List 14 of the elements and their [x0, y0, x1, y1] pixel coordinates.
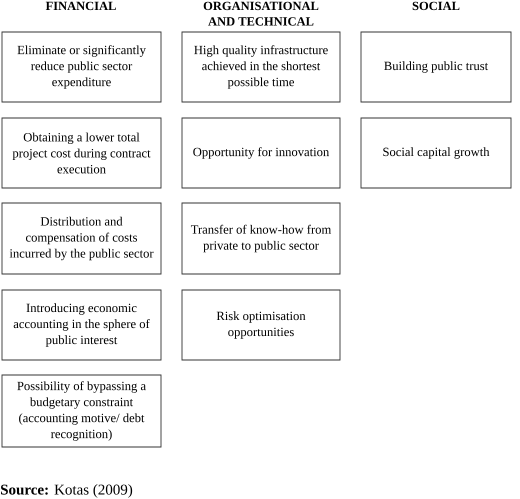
- text-box: High quality infrastructure achieved in the shortest possible time: [182, 32, 340, 102]
- text-box: Building public trust: [360, 32, 512, 102]
- column-heading: FINANCIAL: [46, 2, 116, 10]
- text-box: Distribution and compensation of costs incurred by the public sector: [2, 202, 162, 274]
- text-box: Introducing economic accounting in the sphere of public interest: [2, 290, 162, 360]
- text-box: Transfer of know-how from private to public sector: [182, 202, 340, 274]
- text-box: Social capital growth: [360, 118, 512, 188]
- text-box: Possibility of bypassing a budgetary constraint (accounting motive/ debt recognition): [2, 374, 162, 448]
- text-box: Obtaining a lower total project cost during contract execution: [2, 118, 162, 188]
- text-box: Eliminate or significantly reduce public sector expenditure: [2, 32, 162, 102]
- text-box: Risk optimisation opportunities: [182, 290, 340, 360]
- source-note: Source: Kotas (2009): [1, 484, 132, 498]
- column-heading: SOCIAL: [412, 2, 460, 10]
- text-box: Opportunity for innovation: [182, 118, 340, 188]
